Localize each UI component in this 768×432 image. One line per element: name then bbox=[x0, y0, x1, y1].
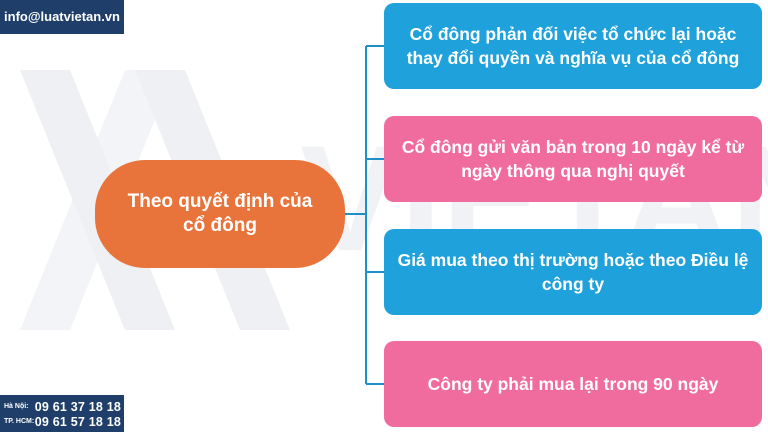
contact-box: Hà Nội: 09 61 37 18 18 TP. HCM: 09 61 57… bbox=[0, 395, 124, 432]
branch-box-4-label: Công ty phải mua lại trong 90 ngày bbox=[427, 374, 719, 394]
email-text[interactable]: info@luatvietan.vn bbox=[4, 9, 120, 24]
center-node: Theo quyết định của cổ đông bbox=[95, 160, 345, 268]
contact-city-label: TP. HCM: bbox=[4, 418, 35, 425]
branch-box-1-label: Cổ đông phản đối việc tổ chức lại hoặc t… bbox=[406, 24, 740, 68]
branch-box-2-label: Cổ đông gửi văn bản trong 10 ngày kể từ … bbox=[401, 137, 745, 181]
email-badge[interactable]: info@luatvietan.vn bbox=[0, 0, 124, 34]
contact-row-hanoi: Hà Nội: 09 61 37 18 18 bbox=[4, 399, 121, 414]
branch-box-3: Giá mua theo thị trường hoặc theo Điều l… bbox=[384, 229, 762, 315]
branch-box-1: Cổ đông phản đối việc tổ chức lại hoặc t… bbox=[384, 3, 762, 89]
center-node-label: Theo quyết định của cổ đông bbox=[127, 191, 313, 236]
branch-box-2: Cổ đông gửi văn bản trong 10 ngày kể từ … bbox=[384, 116, 762, 202]
branch-box-4: Công ty phải mua lại trong 90 ngày bbox=[384, 341, 762, 427]
contact-city-label: Hà Nội: bbox=[4, 403, 29, 410]
contact-row-hcm: TP. HCM: 09 61 57 18 18 bbox=[4, 414, 121, 429]
contact-phone-number[interactable]: 09 61 37 18 18 bbox=[34, 399, 121, 414]
contact-phone-number[interactable]: 09 61 57 18 18 bbox=[34, 414, 121, 429]
branch-box-3-label: Giá mua theo thị trường hoặc theo Điều l… bbox=[397, 250, 749, 294]
